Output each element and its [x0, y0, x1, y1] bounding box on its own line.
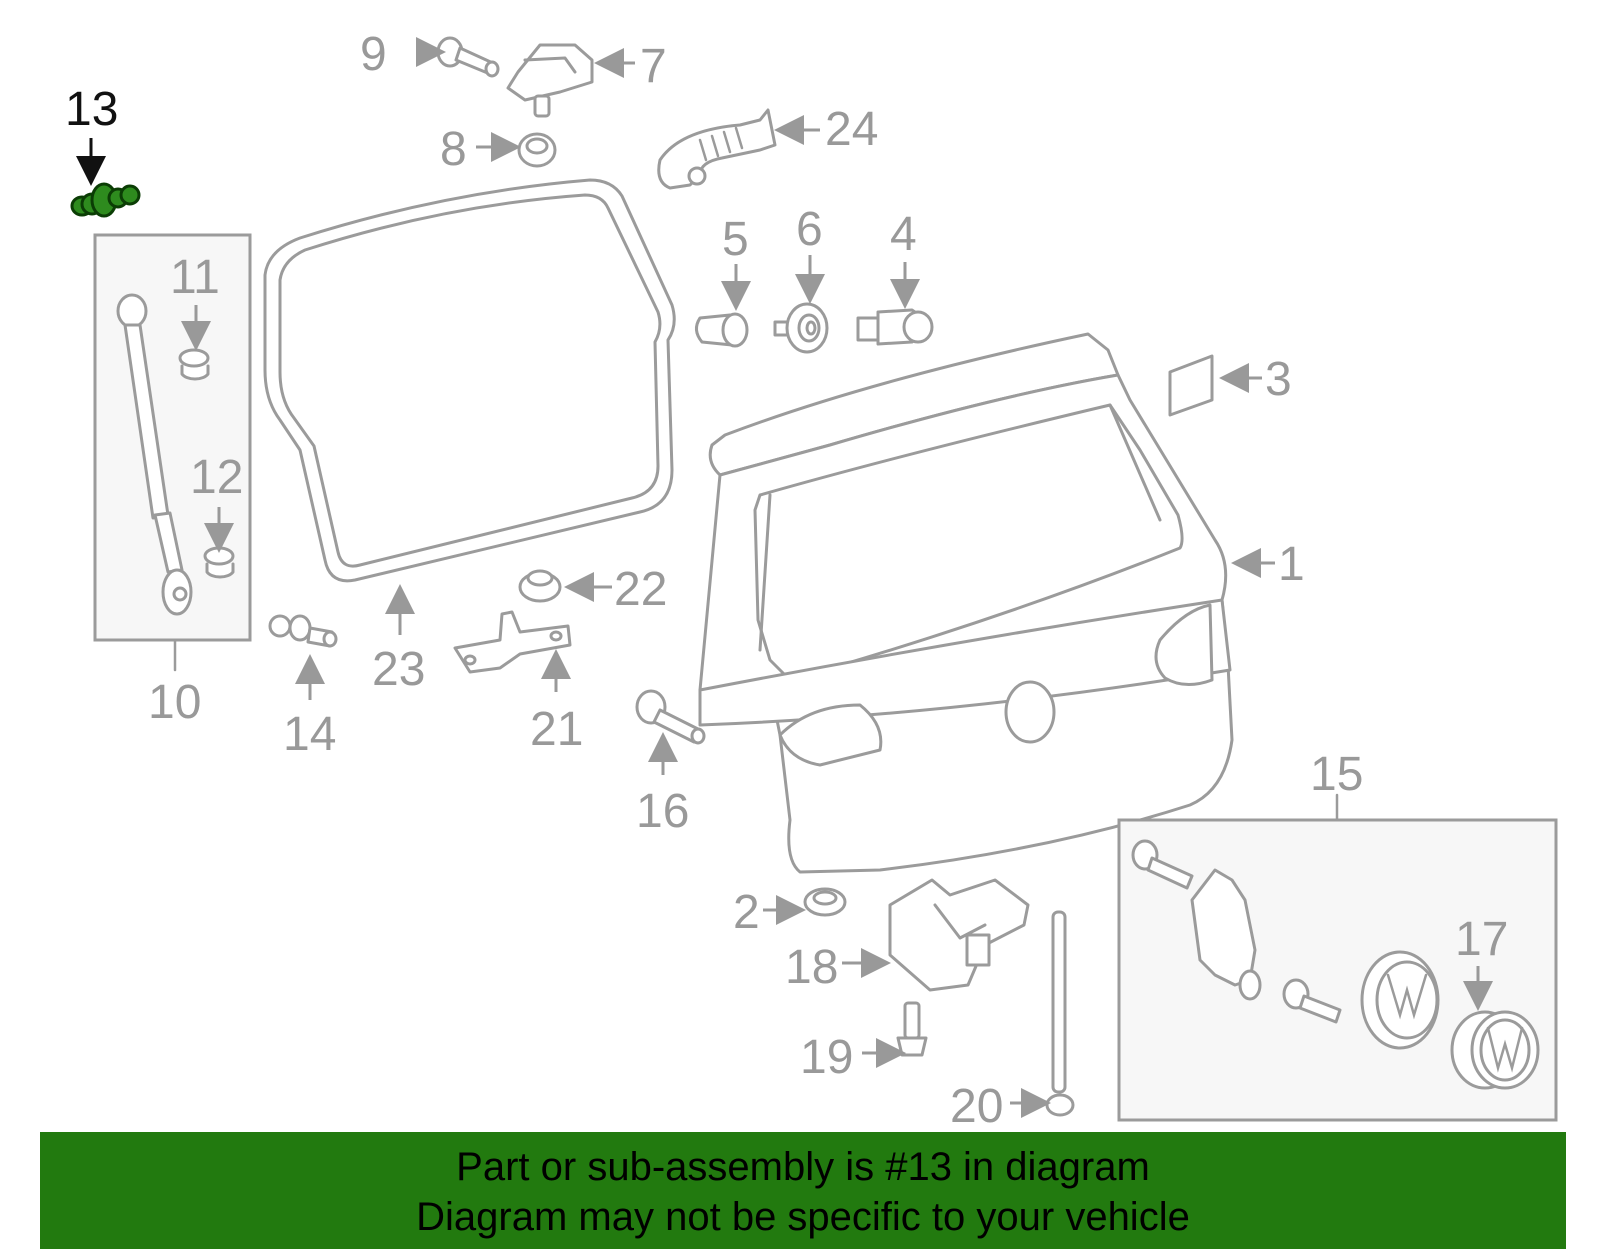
- clip-12-part[interactable]: [203, 546, 235, 579]
- callout-2: 2: [733, 886, 760, 939]
- callout-15: 15: [1310, 748, 1363, 801]
- callout-13: 13: [65, 83, 118, 136]
- bumper-5-part[interactable]: [695, 312, 749, 348]
- callout-9: 9: [360, 28, 387, 81]
- ball-stud-13-part[interactable]: [70, 182, 141, 218]
- callout-11: 11: [170, 251, 220, 304]
- callout-18: 18: [785, 941, 838, 994]
- banner-line-2: Diagram may not be specific to your vehi…: [416, 1195, 1190, 1239]
- screw-19-part[interactable]: [896, 1001, 928, 1057]
- emblem-handle-15-part[interactable]: [1131, 839, 1440, 1050]
- callout-3: 3: [1265, 353, 1292, 406]
- callout-6: 6: [796, 203, 823, 256]
- grommet-6-part[interactable]: [773, 302, 829, 354]
- callout-7: 7: [640, 40, 667, 93]
- callout-12: 12: [190, 451, 243, 504]
- bracket-21-part[interactable]: [453, 610, 572, 674]
- callout-24: 24: [825, 103, 878, 156]
- parts-diagram: 13 9 7 8 24 11 12 10 5 6 4 3 1 22 21 23 …: [65, 28, 1558, 1132]
- latch-18-part[interactable]: [888, 878, 1030, 992]
- gas-strut-part[interactable]: [116, 293, 193, 616]
- hinge-7-part[interactable]: [506, 43, 594, 118]
- callout-20: 20: [950, 1080, 1003, 1132]
- bumper-4-part[interactable]: [856, 308, 934, 346]
- callout-10: 10: [148, 676, 201, 729]
- pad-3-part[interactable]: [1168, 354, 1214, 417]
- nut-8-part[interactable]: [517, 132, 557, 168]
- callout-14: 14: [283, 708, 336, 761]
- washer-2-part[interactable]: [803, 887, 847, 917]
- info-banner: Part or sub-assembly is #13 in diagram D…: [40, 1132, 1566, 1249]
- rod-20-part[interactable]: [1045, 910, 1075, 1117]
- washer-nozzle-24-part[interactable]: [657, 108, 777, 190]
- banner-line-1: Part or sub-assembly is #13 in diagram: [456, 1145, 1150, 1189]
- clip-11-part[interactable]: [178, 348, 210, 381]
- callout-23: 23: [372, 643, 425, 696]
- nut-22-part[interactable]: [518, 569, 562, 603]
- callout-17: 17: [1455, 913, 1508, 966]
- callout-5: 5: [722, 213, 749, 266]
- stud-14-part[interactable]: [268, 614, 338, 648]
- callout-8: 8: [440, 123, 467, 176]
- callout-1: 1: [1278, 538, 1305, 591]
- bolt-9-part[interactable]: [436, 36, 500, 78]
- bolt-16-part[interactable]: [635, 689, 706, 745]
- callout-19: 19: [800, 1031, 853, 1084]
- weatherstrip-seal-23-part[interactable]: [263, 178, 676, 583]
- callout-16: 16: [636, 785, 689, 838]
- callout-4: 4: [890, 208, 917, 261]
- emblem-17-part[interactable]: [1450, 1010, 1540, 1090]
- callout-21: 21: [530, 703, 583, 756]
- callout-22: 22: [614, 563, 667, 616]
- liftgate-1-part[interactable]: [698, 332, 1234, 874]
